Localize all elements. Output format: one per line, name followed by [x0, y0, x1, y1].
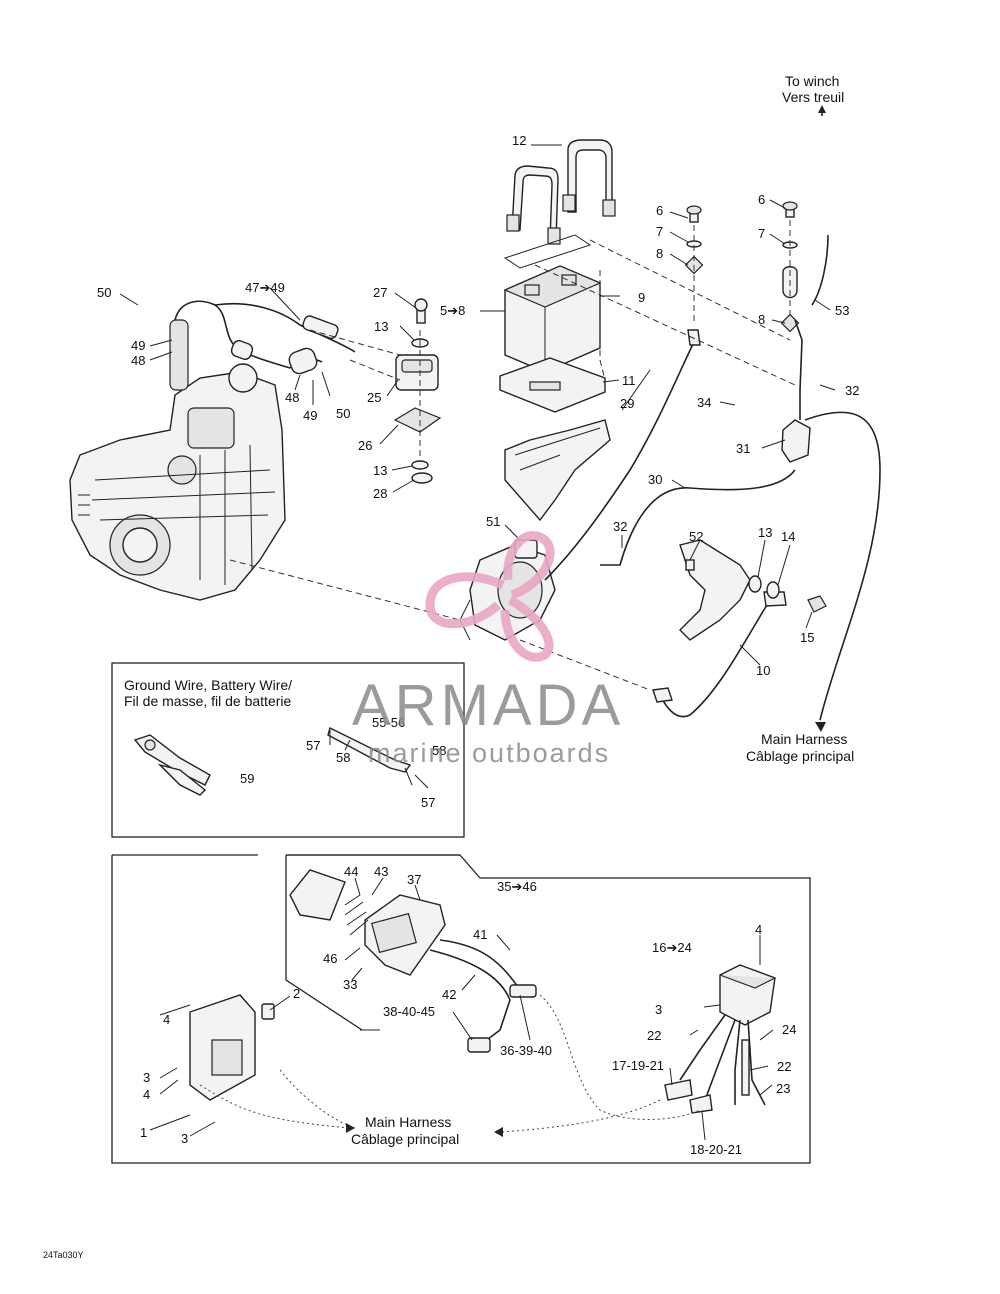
callout-4-module-lower: 4 — [143, 1087, 150, 1102]
callout-13: 13 — [374, 319, 388, 334]
inset-electrical-box — [111, 854, 811, 1164]
callout-52: 52 — [689, 529, 703, 544]
callout-7: 7 — [656, 224, 663, 239]
callout-17-19-21: 17-19-21 — [612, 1058, 664, 1073]
callout-35-46: 35➔46 — [497, 879, 537, 894]
callout-41: 41 — [473, 927, 487, 942]
main-harness-label-fr: Câblage principal — [746, 748, 854, 764]
main-harness-label: Main Harness — [761, 731, 847, 747]
battery-straps — [506, 139, 616, 245]
watermark-tagline: marine outboards — [368, 738, 610, 768]
callout-24: 24 — [782, 1022, 796, 1037]
callout-34: 34 — [697, 395, 711, 410]
callout-32: 32 — [613, 519, 627, 534]
callout-47-49: 47➔49 — [245, 280, 285, 295]
callout-50-hose: 50 — [336, 406, 350, 421]
callout-58: 58 — [336, 750, 350, 765]
callout-22-rod: 22 — [777, 1059, 791, 1074]
ignition-coil — [393, 298, 442, 484]
callout-28: 28 — [373, 486, 387, 501]
callout-49-hose: 49 — [303, 408, 317, 423]
callout-7-winch: 7 — [758, 226, 765, 241]
callout-46: 46 — [323, 951, 337, 966]
callout-13-coil: 13 — [373, 463, 387, 478]
inset-ground-battery-wire — [111, 662, 465, 838]
inset-title-line1: Ground Wire, Battery Wire/ — [124, 677, 292, 693]
callout-labels: 12 6 7 8 6 7 8 53 50 47➔49 27 5➔8 9 13 4… — [97, 133, 859, 1157]
callout-11: 11 — [622, 373, 636, 388]
main-harness-label-lower-fr: Câblage principal — [351, 1131, 459, 1147]
callout-55-56: 55-56 — [372, 715, 405, 730]
to-winch-label-fr: Vers treuil — [782, 89, 844, 105]
to-winch-label: To winch — [785, 73, 839, 89]
callout-38-40-45: 38-40-45 — [383, 1004, 435, 1019]
callout-2: 2 — [293, 986, 300, 1001]
callout-8-winch: 8 — [758, 312, 765, 327]
callout-3-regulator: 3 — [655, 1002, 662, 1017]
callout-50: 50 — [97, 285, 111, 300]
direction-arrows — [815, 105, 826, 732]
callout-23: 23 — [776, 1081, 790, 1096]
callout-36-39-40: 36-39-40 — [500, 1043, 552, 1058]
callout-32-winch: 32 — [845, 383, 859, 398]
callout-26: 26 — [358, 438, 372, 453]
vent-hoses — [174, 300, 356, 375]
callout-43: 43 — [374, 864, 388, 879]
callout-4-module: 4 — [163, 1012, 170, 1027]
assembly-lines — [229, 220, 796, 691]
callout-3-lower: 3 — [181, 1131, 188, 1146]
callout-14: 14 — [781, 529, 795, 544]
callout-22: 22 — [647, 1028, 661, 1043]
frame-bracket — [679, 539, 827, 641]
callout-29: 29 — [620, 396, 634, 411]
callout-9: 9 — [638, 290, 645, 305]
figure-code: 24Ta030Y — [43, 1250, 84, 1260]
callout-6: 6 — [656, 203, 663, 218]
callout-57: 57 — [306, 738, 320, 753]
callout-48-hose: 48 — [285, 390, 299, 405]
callout-37: 37 — [407, 872, 421, 887]
callout-49: 49 — [131, 338, 145, 353]
callout-15: 15 — [800, 630, 814, 645]
callout-51: 51 — [486, 514, 500, 529]
callout-10: 10 — [756, 663, 770, 678]
callout-1: 1 — [140, 1125, 147, 1140]
battery — [503, 234, 602, 373]
callout-59: 59 — [240, 771, 254, 786]
callout-48: 48 — [131, 353, 145, 368]
callout-13-frame: 13 — [758, 525, 772, 540]
callout-6-winch: 6 — [758, 192, 765, 207]
leader-lines — [119, 144, 836, 1141]
callout-53: 53 — [835, 303, 849, 318]
callout-42: 42 — [442, 987, 456, 1002]
cables — [544, 329, 881, 721]
callout-57-tip: 57 — [421, 795, 435, 810]
battery-support — [504, 419, 611, 522]
callout-30: 30 — [648, 472, 662, 487]
callout-18-20-21: 18-20-21 — [690, 1142, 742, 1157]
battery-tray — [499, 357, 606, 413]
callout-4-regulator: 4 — [755, 922, 762, 937]
callout-3-module: 3 — [143, 1070, 150, 1085]
inset-title-line2: Fil de masse, fil de batterie — [124, 693, 292, 709]
callout-16-24: 16➔24 — [652, 940, 692, 955]
watermark-brand: ARMADA — [352, 673, 624, 738]
callout-27: 27 — [373, 285, 387, 300]
armada-watermark: ARMADA marine outboards — [352, 531, 624, 768]
diagram-notes: To winch Vers treuil Main Harness Câblag… — [43, 73, 854, 1260]
main-harness-label-lower: Main Harness — [365, 1114, 451, 1130]
callout-44: 44 — [344, 864, 358, 879]
engine-assembly — [69, 319, 286, 601]
propeller-logo — [425, 531, 555, 662]
callout-31: 31 — [736, 441, 750, 456]
callout-8: 8 — [656, 246, 663, 261]
callout-25: 25 — [367, 390, 381, 405]
callout-12: 12 — [512, 133, 526, 148]
callout-33: 33 — [343, 977, 357, 992]
callout-58-tip: 58 — [432, 743, 446, 758]
winch-side-hardware — [684, 201, 829, 463]
callout-5-8: 5➔8 — [440, 303, 465, 318]
